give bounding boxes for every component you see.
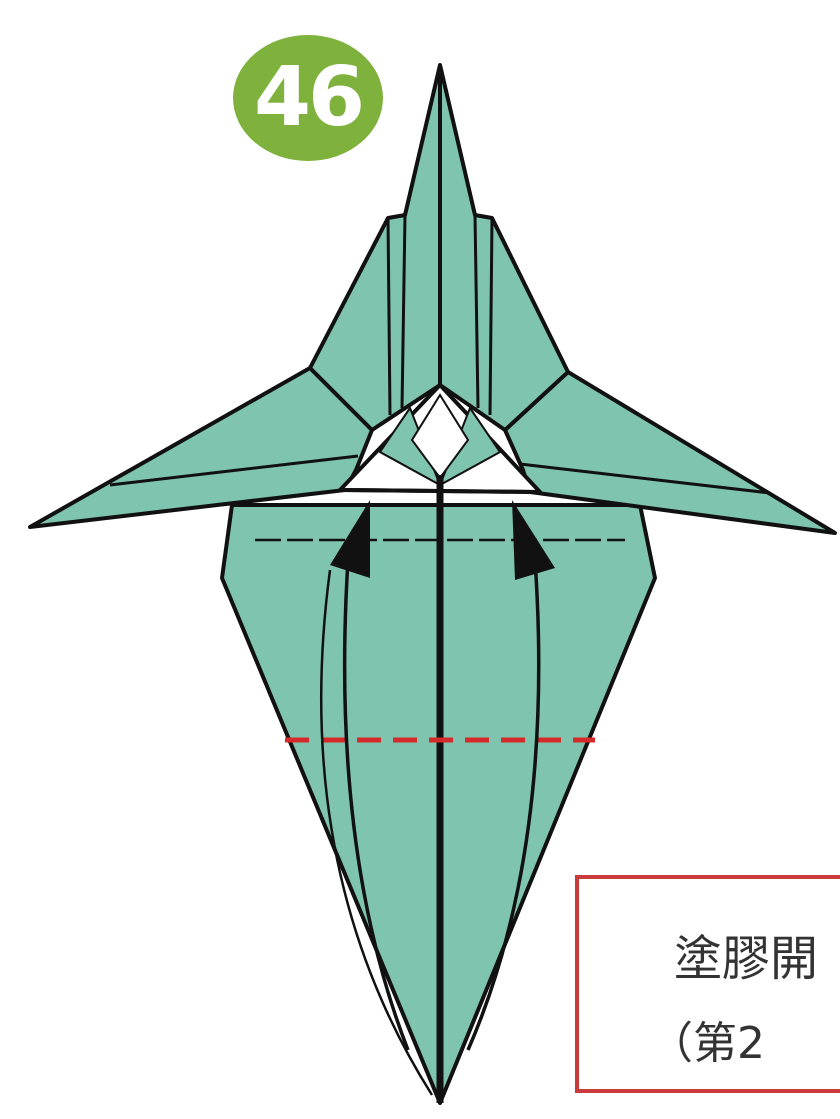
spike-diag-left: [308, 366, 374, 432]
curve-left-inner: [342, 559, 410, 1051]
step-badge: 46: [233, 35, 383, 161]
spike-crease-outer-right: [488, 217, 494, 416]
step-number: 46: [253, 50, 365, 145]
left-wing-crease: [109, 454, 359, 487]
arrow-left-up: [330, 500, 370, 578]
spike-crease-outer-left: [386, 217, 392, 416]
curve-right-inner: [466, 559, 541, 1051]
note-box: 塗膠開 （第2: [575, 875, 840, 1093]
spike-diag-right: [503, 370, 570, 432]
arrow-right-up: [512, 500, 555, 580]
note-line1: 塗膠開: [674, 931, 819, 987]
left-wing: [28, 366, 374, 529]
right-wing: [503, 370, 837, 535]
right-wing-crease: [519, 462, 771, 495]
note-line2: （第2: [649, 1018, 765, 1069]
spike-crease-right: [473, 214, 480, 409]
curve-left-outer: [319, 569, 434, 1096]
spike-crease-left: [400, 214, 407, 409]
